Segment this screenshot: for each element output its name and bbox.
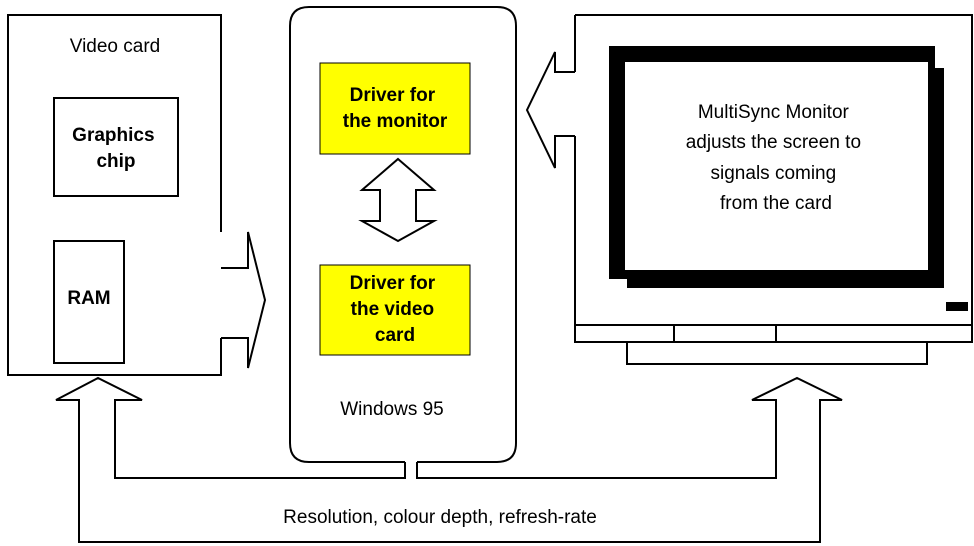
video-driver-fill [319,264,471,356]
video-driver-box: Driver for the video card [319,264,471,356]
feedback-arrow [55,376,843,543]
monitor-screen [625,62,928,270]
windows-panel [289,6,517,463]
video-card-box [7,14,222,376]
monitor-screen-notch-tr [935,46,944,68]
graphics-chip-label: Graphics chip [72,125,160,172]
card-to-windows-arrow [221,231,267,369]
video-card-title: Video card [70,36,161,57]
monitor-text: MultiSync Monitor adjusts the screen to … [686,102,867,214]
ram-label: RAM [67,288,110,309]
monitor-driver-box: Driver for the monitor [319,62,471,155]
monitor-to-windows-arrow [525,51,575,169]
monitor-base-top [574,324,973,343]
video-driver-label: Driver for the video card [350,273,441,346]
graphics-chip-box [53,97,179,197]
monitor-driver-fill [319,62,471,155]
driver-exchange-arrow [358,157,438,243]
feedback-label: Resolution, colour depth, refresh-rate [283,507,597,528]
monitor-stand [626,341,928,365]
monitor-screen-notch-bl [609,279,627,288]
ram-box [53,240,125,364]
monitor-driver-label: Driver for the monitor [343,85,448,132]
windows-label: Windows 95 [340,399,444,420]
power-indicator [946,302,968,311]
